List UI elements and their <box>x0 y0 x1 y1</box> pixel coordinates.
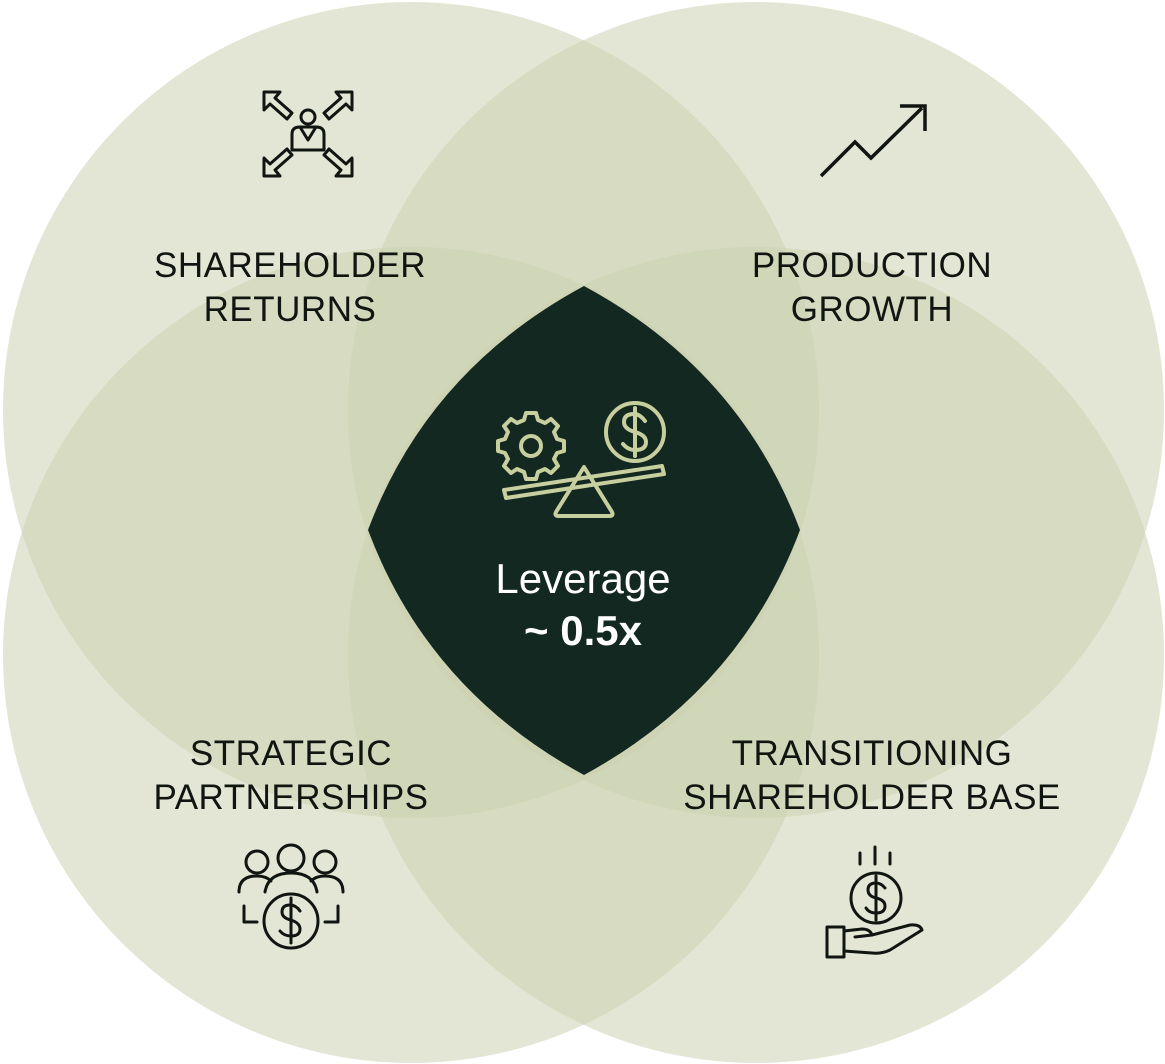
label-line: SHAREHOLDER <box>154 246 426 285</box>
label-line: GROWTH <box>790 290 954 329</box>
label-line: PRODUCTION <box>751 246 993 285</box>
hand-coin-icon <box>825 845 924 959</box>
seesaw-fulcrum <box>553 465 615 518</box>
seesaw-beam <box>502 464 666 500</box>
center-leverage-shape <box>368 286 800 775</box>
center-leverage-text: Leverage ~ 0.5x <box>383 553 783 657</box>
label-production-growth: PRODUCTION GROWTH <box>662 244 1082 332</box>
label-line: STRATEGIC <box>189 734 393 773</box>
label-strategic-partnerships: STRATEGIC PARTNERSHIPS <box>81 732 501 820</box>
label-line: RETURNS <box>203 290 377 329</box>
person-arrows-out-icon <box>262 90 354 178</box>
label-line: PARTNERSHIPS <box>153 778 429 817</box>
dollar-coin-icon <box>604 401 666 463</box>
label-shareholder-returns: SHAREHOLDER RETURNS <box>80 244 500 332</box>
label-line: TRANSITIONING <box>731 734 1013 773</box>
center-value: ~ 0.5x <box>524 607 642 654</box>
trend-up-arrow-icon <box>819 104 927 178</box>
center-label: Leverage <box>495 555 671 602</box>
gear-icon <box>496 411 566 481</box>
label-line: SHAREHOLDER BASE <box>683 778 1061 817</box>
balance-gear-dollar-icon <box>496 401 666 518</box>
label-transitioning-shareholder-base: TRANSITIONING SHAREHOLDER BASE <box>662 732 1082 820</box>
group-dollar-icon <box>237 843 345 950</box>
